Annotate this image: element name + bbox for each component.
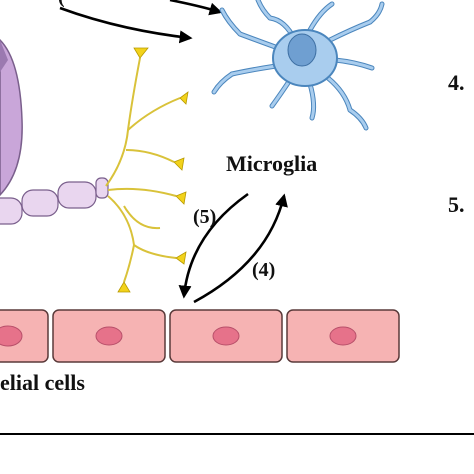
microglia-label: Microglia xyxy=(226,151,318,176)
soma-process xyxy=(0,40,8,72)
arrow-top-2 xyxy=(169,0,223,16)
arrow-step5 xyxy=(178,192,249,299)
synaptic-terminals xyxy=(117,47,189,293)
arrow-step4 xyxy=(193,193,288,304)
microglia-nucleus xyxy=(287,33,317,67)
step5-label: (5) xyxy=(193,206,217,228)
step4-label: (4) xyxy=(252,259,276,281)
top-step-label: ( xyxy=(58,0,65,9)
list-number-4: 4. xyxy=(448,70,465,95)
axon-terminal-branches xyxy=(105,57,181,283)
myelinated-axon xyxy=(0,177,109,225)
epithelial-cell-row xyxy=(0,309,400,363)
microglia-cell xyxy=(211,0,385,131)
neuron-soma xyxy=(0,38,23,197)
list-number-5: 5. xyxy=(448,192,465,217)
arrow-top-1 xyxy=(59,6,193,44)
epithelial-cells-label: elial cells xyxy=(0,370,85,395)
